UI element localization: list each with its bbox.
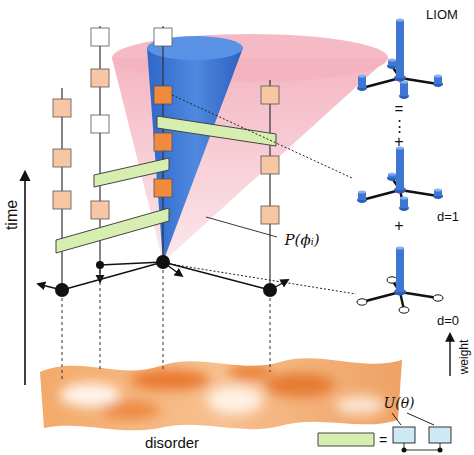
gate-square	[53, 191, 71, 209]
dotted-leaders	[170, 95, 356, 294]
weight-bar-top	[434, 74, 442, 77]
graph-site	[399, 307, 409, 313]
leader-line	[206, 217, 277, 237]
distribution-label: P(ϕᵢ)	[284, 233, 319, 248]
graph-site	[433, 295, 443, 301]
gate-square	[154, 179, 172, 197]
ellipsis: ⋮	[392, 118, 407, 133]
distance-label: d=0	[437, 314, 459, 327]
gate-square	[154, 28, 172, 46]
graph-edge	[362, 78, 400, 88]
weight-bar-top	[358, 190, 366, 193]
gate-label: U(θ)	[383, 396, 414, 410]
graph-edge	[362, 190, 400, 200]
gate-square	[261, 156, 279, 174]
weight-bar-top	[400, 196, 408, 199]
equals-sign: =	[395, 101, 404, 116]
liom-label: LIOM	[426, 8, 458, 21]
time-arrow	[24, 172, 26, 385]
gate-square	[53, 149, 71, 167]
axis-label: weight	[458, 340, 470, 375]
weight-bar-top	[396, 246, 404, 249]
plus-sign: +	[394, 218, 403, 234]
weight-bar	[396, 248, 404, 292]
plus-sign: +	[394, 134, 403, 150]
gate-square	[53, 99, 71, 117]
distance-label: d=1	[437, 210, 459, 223]
weight-bar	[396, 148, 404, 190]
disorder-landscape	[30, 340, 410, 440]
weight-bar-top	[396, 18, 404, 21]
liom-graphs	[357, 18, 443, 313]
gates	[56, 116, 276, 253]
weight-bar-top	[434, 188, 442, 191]
weight-bar	[400, 82, 408, 96]
gate-square	[154, 86, 172, 104]
gate-square	[261, 86, 279, 104]
inner-cone	[147, 48, 243, 262]
axis-label: time	[4, 200, 20, 230]
gate-square	[91, 201, 109, 219]
gate-square	[91, 69, 109, 87]
weight-arrow	[449, 334, 450, 376]
gate-square	[91, 115, 109, 133]
weight-bar-top	[358, 74, 366, 77]
weight-bar	[358, 76, 366, 88]
disorder-links	[62, 270, 270, 380]
graph-edge	[362, 292, 400, 302]
weight-bar-top	[388, 58, 396, 61]
weight-bar-top	[388, 172, 396, 175]
gate-square	[91, 28, 109, 46]
region-label: disorder	[145, 435, 199, 450]
equals-sign: =	[379, 433, 387, 447]
sites	[55, 255, 277, 297]
gate-decomposition	[318, 413, 451, 453]
graph-site	[387, 277, 397, 283]
graph-site	[357, 299, 367, 305]
qubit-lines	[62, 26, 270, 290]
local-gates	[53, 28, 279, 224]
gate-square	[154, 133, 172, 151]
graph-site	[387, 175, 397, 181]
gate-square	[261, 206, 279, 224]
weight-bar	[396, 20, 404, 78]
